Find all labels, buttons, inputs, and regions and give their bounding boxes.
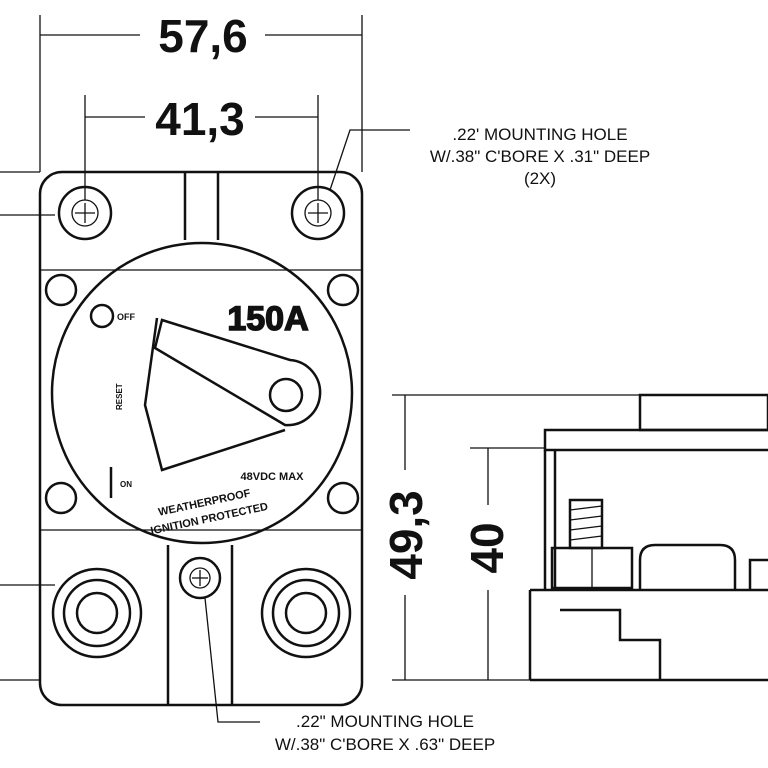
svg-text:.22" MOUNTING HOLE: .22" MOUNTING HOLE [296, 712, 474, 731]
on-label: ON [120, 480, 132, 489]
svg-text:(2X): (2X) [524, 169, 556, 188]
reset-label: RESET [115, 383, 124, 410]
dimension-side-height: 49,3 [380, 394, 640, 681]
svg-text:W/.38" C'BORE X .31" DEEP: W/.38" C'BORE X .31" DEEP [430, 147, 650, 166]
dimension-hole-spacing: 41,3 [84, 93, 319, 200]
breaker-front-view: OFF 150A RESET ON 48VDC MAX WEATHERPROOF… [38, 170, 364, 707]
note-bottom-mounting-hole: .22" MOUNTING HOLE W/.38" C'BORE X .63" … [204, 597, 495, 754]
rating-label: 150A [227, 300, 308, 338]
svg-text:.22' MOUNTING HOLE: .22' MOUNTING HOLE [452, 125, 627, 144]
off-label: OFF [117, 312, 135, 322]
terminal-right [260, 567, 352, 659]
toggle-lever [143, 317, 322, 472]
dimension-side-body: 40 [461, 447, 545, 680]
dim-49-3: 49,3 [380, 490, 432, 580]
mounting-hole-top-left [57, 185, 113, 241]
dim-57-6: 57,6 [158, 10, 248, 62]
mounting-hole-top-right [290, 185, 346, 241]
breaker-side-view [528, 393, 768, 682]
terminal-stud [550, 498, 634, 590]
dimension-overall-width: 57,6 [39, 10, 363, 172]
dim-41-3: 41,3 [155, 93, 245, 145]
svg-text:W/.38" C'BORE X .63" DEEP: W/.38" C'BORE X .63" DEEP [275, 735, 495, 754]
dim-40: 40 [461, 522, 513, 573]
mounting-hole-bottom [178, 556, 222, 600]
note-top-mounting-hole: .22' MOUNTING HOLE W/.38" C'BORE X .31" … [329, 125, 650, 191]
terminal-left [51, 567, 143, 659]
voltage-label: 48VDC MAX [241, 471, 305, 483]
